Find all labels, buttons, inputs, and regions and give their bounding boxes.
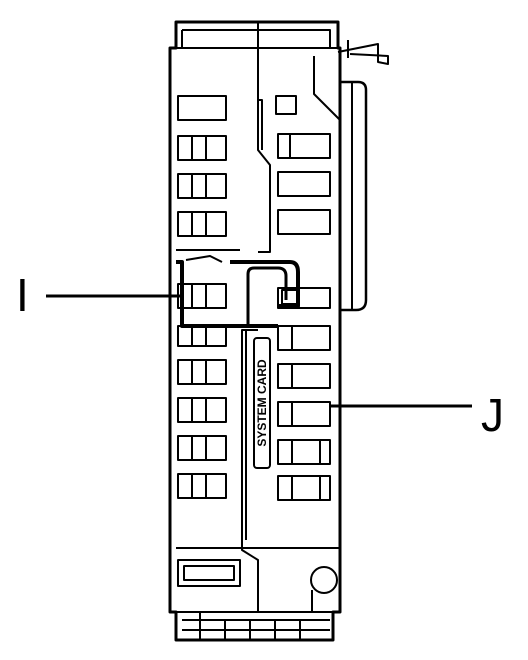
system-card-slot [176,260,300,328]
side-cover [310,40,389,612]
system-card-label-frame: SYSTEM CARD [253,337,271,469]
callout-label-i: I [16,269,29,321]
right-vents [275,95,331,501]
center-spine [241,48,271,612]
housing-outline [168,20,342,642]
system-card-label: SYSTEM CARD [255,359,269,447]
leader-lines [46,294,472,408]
callout-label-j: J [481,389,504,441]
left-vents [176,95,240,499]
